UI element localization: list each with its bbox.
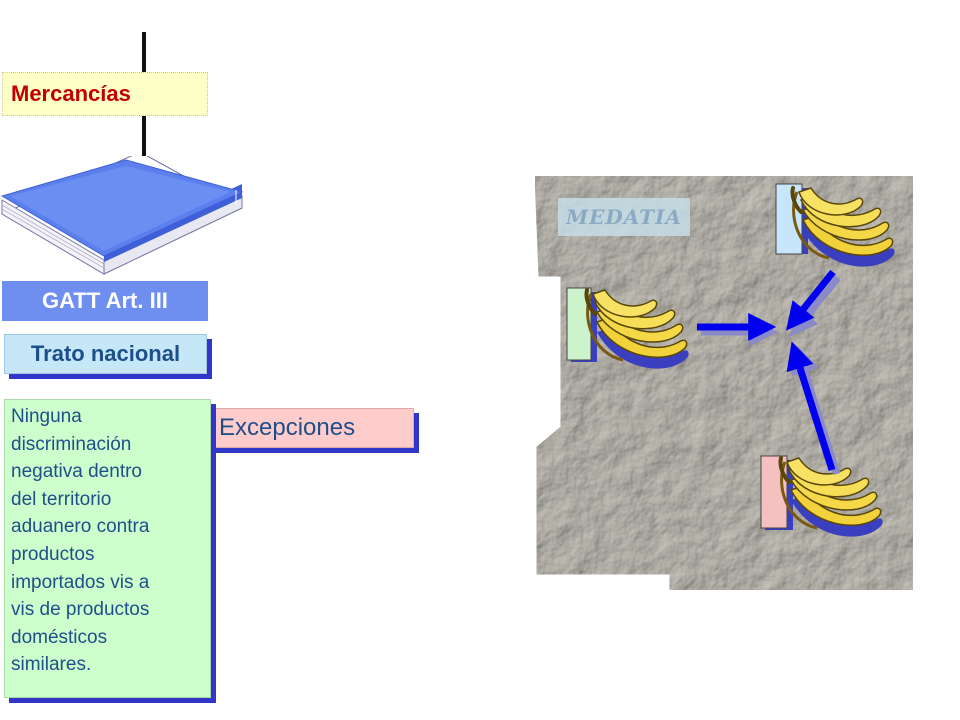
excepciones-text: Excepciones xyxy=(219,414,356,441)
trato-nacional-label: Trato nacional xyxy=(4,334,207,374)
banana-group-top xyxy=(775,183,897,269)
banana-group-left xyxy=(566,287,691,371)
trato-text: Trato nacional xyxy=(30,341,181,366)
definition-box: Ninguna discriminación negativa dentro d… xyxy=(4,399,211,698)
gatt-text: GATT Art. III xyxy=(42,288,168,313)
excepciones-label: Excepciones xyxy=(208,408,414,448)
banana-bunch-icon xyxy=(790,186,897,269)
medatia-text: MEDATIA xyxy=(566,205,682,229)
mercancias-text: Mercancías xyxy=(11,81,131,106)
definition-text: Ninguna discriminación negativa dentro d… xyxy=(11,406,150,676)
arrow-icon xyxy=(786,269,841,337)
book-icon xyxy=(0,156,244,275)
banana-diagram xyxy=(566,183,897,539)
connector-line-top xyxy=(142,32,146,72)
banana-bunch-icon xyxy=(584,288,691,371)
mercancias-label: Mercancías xyxy=(2,72,208,116)
arrow-icon xyxy=(697,313,779,346)
gatt-article-label: GATT Art. III xyxy=(2,281,208,321)
medatia-label: MEDATIA xyxy=(558,198,690,236)
banana-group-bottom xyxy=(760,455,885,539)
arrow-icon xyxy=(786,341,841,476)
connector-line-middle xyxy=(142,116,146,168)
